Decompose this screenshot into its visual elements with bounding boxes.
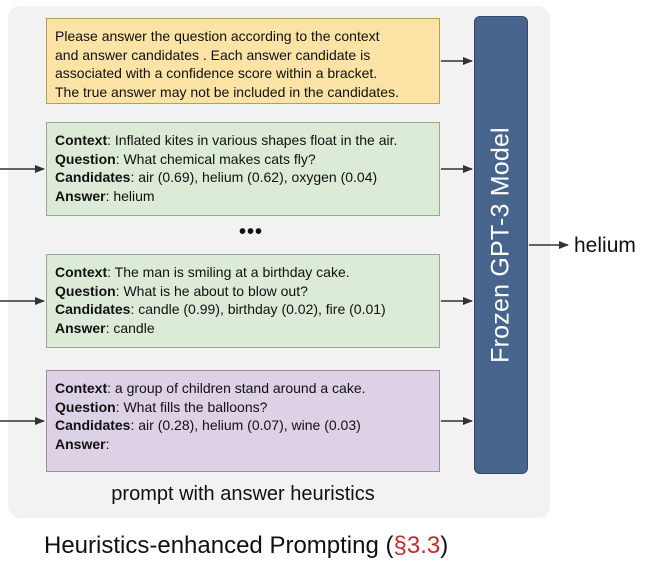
title-close: )	[440, 532, 449, 559]
question-line: Question: What chemical makes cats fly?	[55, 150, 431, 169]
answer-label: Answer	[55, 187, 106, 204]
answer-line: Answer: helium	[55, 187, 431, 206]
question-text: : What chemical makes cats fly?	[115, 150, 316, 167]
answer-label: Answer	[55, 319, 106, 336]
title-text: Heuristics-enhanced Prompting (	[44, 532, 394, 559]
answer-line: Answer: candle	[55, 319, 431, 338]
answer-text: :	[105, 435, 110, 452]
instruction-line: and answer candidates . Each answer cand…	[55, 46, 371, 63]
question-label: Question	[55, 398, 116, 415]
context-text: : The man is smiling at a birthday cake.	[107, 264, 350, 280]
figure-title: Heuristics-enhanced Prompting (§3.3)	[44, 532, 448, 560]
answer-line: Answer:	[55, 435, 431, 454]
context-text: : a group of children stand around a cak…	[107, 380, 366, 396]
candidates-line: Candidates: air (0.69), helium (0.62), o…	[55, 168, 431, 187]
gpt3-model-block: Frozen GPT-3 Model	[474, 16, 528, 474]
question-label: Question	[55, 282, 116, 299]
candidates-label: Candidates	[55, 417, 131, 433]
context-text: : Inflated kites in various shapes float…	[107, 132, 398, 148]
instruction-line: associated with a confidence score withi…	[55, 65, 378, 81]
question-label: Question	[55, 150, 116, 167]
candidates-label: Candidates	[55, 169, 131, 185]
context-label: Context	[55, 264, 108, 280]
candidates-text: : air (0.69), helium (0.62), oxygen (0.0…	[130, 169, 378, 185]
instruction-box: Please answer the question according to …	[46, 18, 440, 104]
section-reference-link[interactable]: §3.3	[393, 532, 441, 559]
context-line: Context: Inflated kites in various shape…	[55, 131, 431, 150]
candidates-line: Candidates: candle (0.99), birthday (0.0…	[55, 300, 431, 319]
query-box: Context: a group of children stand aroun…	[46, 370, 440, 472]
question-line: Question: What fills the balloons?	[55, 398, 431, 417]
answer-label: Answer	[55, 435, 106, 452]
answer-text: : candle	[105, 319, 155, 336]
context-label: Context	[55, 380, 108, 396]
candidates-text: : candle (0.99), birthday (0.02), fire (…	[130, 301, 386, 317]
answer-text: : helium	[105, 187, 155, 204]
context-line: Context: a group of children stand aroun…	[55, 379, 431, 398]
candidates-label: Candidates	[55, 301, 131, 317]
instruction-line: The true answer may not be included in t…	[55, 83, 399, 100]
candidates-line: Candidates: air (0.28), helium (0.07), w…	[55, 416, 431, 435]
context-label: Context	[55, 132, 108, 148]
question-text: : What fills the balloons?	[115, 398, 268, 415]
ellipsis: •••	[238, 221, 263, 243]
output-answer: helium	[574, 234, 636, 257]
panel-caption: prompt with answer heuristics	[111, 483, 375, 505]
question-line: Question: What is he about to blow out?	[55, 282, 431, 301]
example-box-1: Context: Inflated kites in various shape…	[46, 122, 440, 216]
example-box-2: Context: The man is smiling at a birthda…	[46, 254, 440, 348]
candidates-text: : air (0.28), helium (0.07), wine (0.03)	[130, 417, 361, 433]
instruction-line: Please answer the question according to …	[55, 28, 380, 44]
context-line: Context: The man is smiling at a birthda…	[55, 263, 431, 282]
question-text: : What is he about to blow out?	[115, 282, 308, 299]
